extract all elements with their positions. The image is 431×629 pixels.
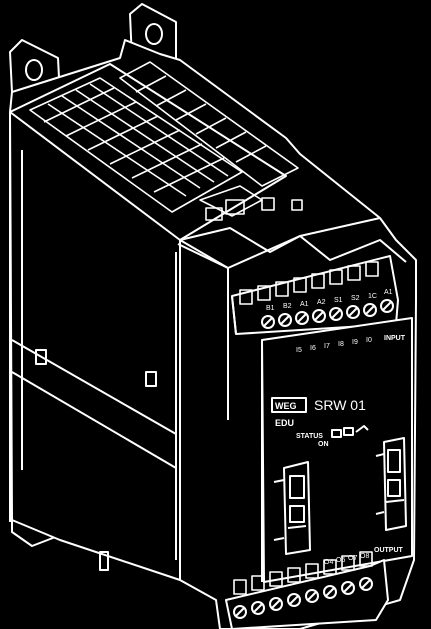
status-led-2 xyxy=(343,427,354,436)
input-pin-label: I0 xyxy=(366,337,372,344)
input-pin-label: I9 xyxy=(352,339,358,346)
brand-logo-text: WEG xyxy=(275,401,297,411)
bottom-terminal-screws xyxy=(233,577,373,619)
output-pin-label: O7 xyxy=(348,555,357,562)
status-led-3 xyxy=(355,425,369,433)
terminal-label: A2 xyxy=(317,299,326,306)
input-pin-label: I6 xyxy=(310,345,316,352)
terminal-label: 1C xyxy=(368,293,377,300)
front-panel xyxy=(261,317,413,583)
bottom-terminal-block xyxy=(225,551,389,629)
top-terminal-labels: B1 B2 A1 A2 S1 S2 1C A1 xyxy=(266,289,393,312)
output-pin-labels: O4 O5 O7 O8 OUTPUT xyxy=(324,547,404,566)
input-label: INPUT xyxy=(384,335,406,342)
input-pin-label: I8 xyxy=(338,341,344,348)
brand-logo xyxy=(271,397,307,413)
status-led-1 xyxy=(331,429,342,438)
output-pin-label: O4 xyxy=(324,559,333,566)
connector-port-left xyxy=(273,461,311,555)
input-pin-label: I7 xyxy=(324,343,330,350)
terminal-label: A1 xyxy=(384,289,393,296)
on-label: ON xyxy=(318,441,329,448)
top-terminal-block xyxy=(231,255,399,335)
input-pin-labels: I5 I6 I7 I8 I9 I0 INPUT xyxy=(296,335,406,354)
vent-grid xyxy=(29,61,303,221)
terminal-label: S2 xyxy=(351,295,360,302)
output-label: OUTPUT xyxy=(374,547,404,554)
terminal-label: B2 xyxy=(283,303,292,310)
output-pin-label: O5 xyxy=(336,557,345,564)
output-pin-label: O8 xyxy=(360,553,369,560)
terminal-label: S1 xyxy=(334,297,343,304)
input-pin-label: I5 xyxy=(296,347,302,354)
top-terminal-screws xyxy=(261,299,394,329)
terminal-label: A1 xyxy=(300,301,309,308)
terminal-label: B1 xyxy=(266,305,275,312)
model-name: SRW 01 xyxy=(314,397,366,413)
connector-port-right xyxy=(375,437,407,531)
variant-label: EDU xyxy=(275,418,294,428)
status-label: STATUS xyxy=(296,433,323,440)
